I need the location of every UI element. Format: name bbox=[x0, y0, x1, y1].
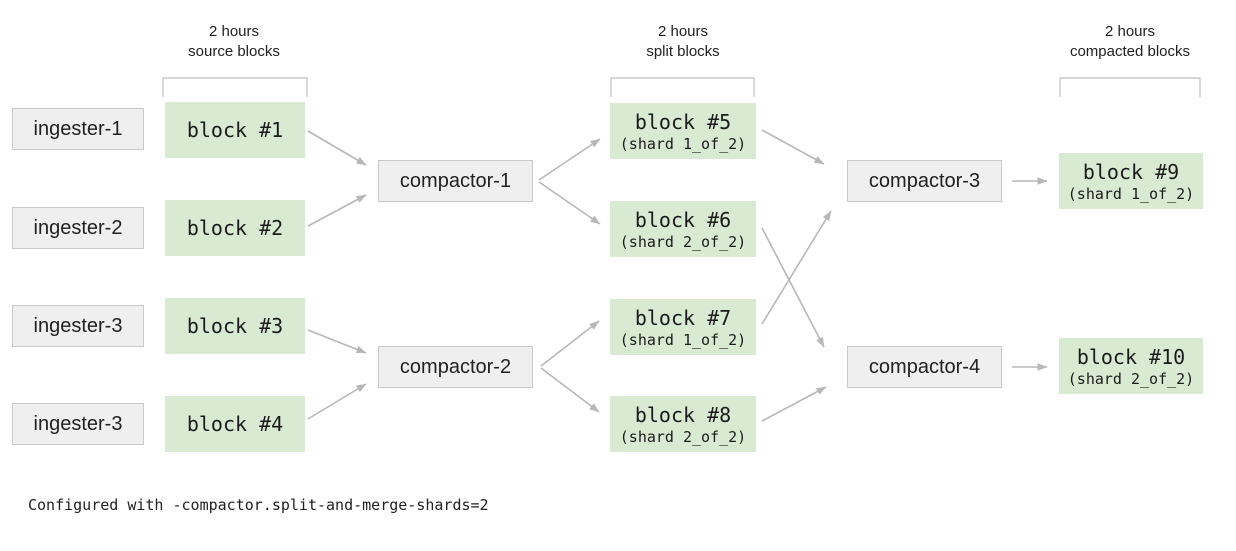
arrow-compactor2-block8 bbox=[540, 367, 600, 413]
arrow-compactor1-block5 bbox=[538, 138, 601, 181]
compactor-4-box: compactor-4 bbox=[847, 346, 1002, 388]
bracket-compacted-blocks bbox=[1059, 77, 1201, 97]
arrow-compactor1-block6 bbox=[538, 181, 601, 225]
config-note: Configured with -compactor.split-and-mer… bbox=[28, 496, 489, 514]
split-block-8: block #8 (shard 2_of_2) bbox=[610, 396, 756, 452]
header-line: split blocks bbox=[646, 43, 720, 60]
ingester-label: ingester-1 bbox=[33, 117, 123, 140]
shard-label: (shard 1_of_2) bbox=[1067, 184, 1195, 203]
shard-label: (shard 2_of_2) bbox=[619, 232, 747, 251]
header-line: compacted blocks bbox=[1069, 43, 1191, 60]
block-label: block #3 bbox=[186, 314, 284, 338]
arrow-block5-compactor3 bbox=[761, 129, 825, 165]
arrow-block4-compactor2 bbox=[307, 383, 367, 420]
ingester-1-box: ingester-1 bbox=[12, 108, 144, 150]
compactor-label: compactor-2 bbox=[399, 355, 512, 378]
header-line: source blocks bbox=[188, 43, 280, 60]
ingester-label: ingester-3 bbox=[33, 314, 123, 337]
block-label: block #10 bbox=[1076, 344, 1186, 369]
header-line: 2 hours bbox=[208, 23, 260, 40]
source-block-3: block #3 bbox=[165, 298, 305, 354]
arrow-compactor2-block7 bbox=[540, 320, 600, 367]
column-header-split-blocks: 2 hours split blocks bbox=[603, 22, 763, 62]
column-header-source-blocks: 2 hours source blocks bbox=[154, 22, 314, 62]
compactor-2-box: compactor-2 bbox=[378, 346, 533, 388]
compactor-label: compactor-4 bbox=[868, 355, 981, 378]
shard-label: (shard 1_of_2) bbox=[619, 134, 747, 153]
arrow-block1-compactor1 bbox=[307, 130, 367, 166]
source-block-2: block #2 bbox=[165, 200, 305, 256]
block-label: block #8 bbox=[634, 402, 732, 427]
compactor-label: compactor-1 bbox=[399, 169, 512, 192]
split-block-7: block #7 (shard 1_of_2) bbox=[610, 299, 756, 355]
compactor-1-box: compactor-1 bbox=[378, 160, 533, 202]
source-block-4: block #4 bbox=[165, 396, 305, 452]
ingester-3b-box: ingester-3 bbox=[12, 403, 144, 445]
compactor-label: compactor-3 bbox=[868, 169, 981, 192]
block-label: block #1 bbox=[186, 118, 284, 142]
ingester-label: ingester-2 bbox=[33, 216, 123, 239]
column-header-compacted-blocks: 2 hours compacted blocks bbox=[1046, 22, 1214, 62]
block-label: block #2 bbox=[186, 216, 284, 240]
ingester-label: ingester-3 bbox=[33, 412, 123, 435]
shard-label: (shard 2_of_2) bbox=[1067, 369, 1195, 388]
shard-label: (shard 1_of_2) bbox=[619, 330, 747, 349]
arrow-block6-compactor4 bbox=[761, 227, 825, 348]
ingester-2-box: ingester-2 bbox=[12, 207, 144, 249]
compactor-3-box: compactor-3 bbox=[847, 160, 1002, 202]
block-label: block #4 bbox=[186, 412, 284, 436]
block-label: block #5 bbox=[634, 109, 732, 134]
arrow-block3-compactor2 bbox=[307, 329, 367, 354]
header-line: 2 hours bbox=[657, 23, 709, 40]
header-line: 2 hours bbox=[1104, 23, 1156, 40]
block-label: block #7 bbox=[634, 305, 732, 330]
compacted-block-9: block #9 (shard 1_of_2) bbox=[1059, 153, 1203, 209]
source-block-1: block #1 bbox=[165, 102, 305, 158]
arrow-block8-compactor4 bbox=[761, 386, 827, 422]
bracket-source-blocks bbox=[162, 77, 308, 97]
bracket-split-blocks bbox=[610, 77, 755, 97]
arrow-block2-compactor1 bbox=[307, 194, 367, 227]
compacted-block-10: block #10 (shard 2_of_2) bbox=[1059, 338, 1203, 394]
block-label: block #6 bbox=[634, 207, 732, 232]
block-label: block #9 bbox=[1082, 159, 1180, 184]
ingester-3-box: ingester-3 bbox=[12, 305, 144, 347]
split-block-5: block #5 (shard 1_of_2) bbox=[610, 103, 756, 159]
split-block-6: block #6 (shard 2_of_2) bbox=[610, 201, 756, 257]
shard-label: (shard 2_of_2) bbox=[619, 427, 747, 446]
arrow-block7-compactor3 bbox=[761, 210, 832, 325]
